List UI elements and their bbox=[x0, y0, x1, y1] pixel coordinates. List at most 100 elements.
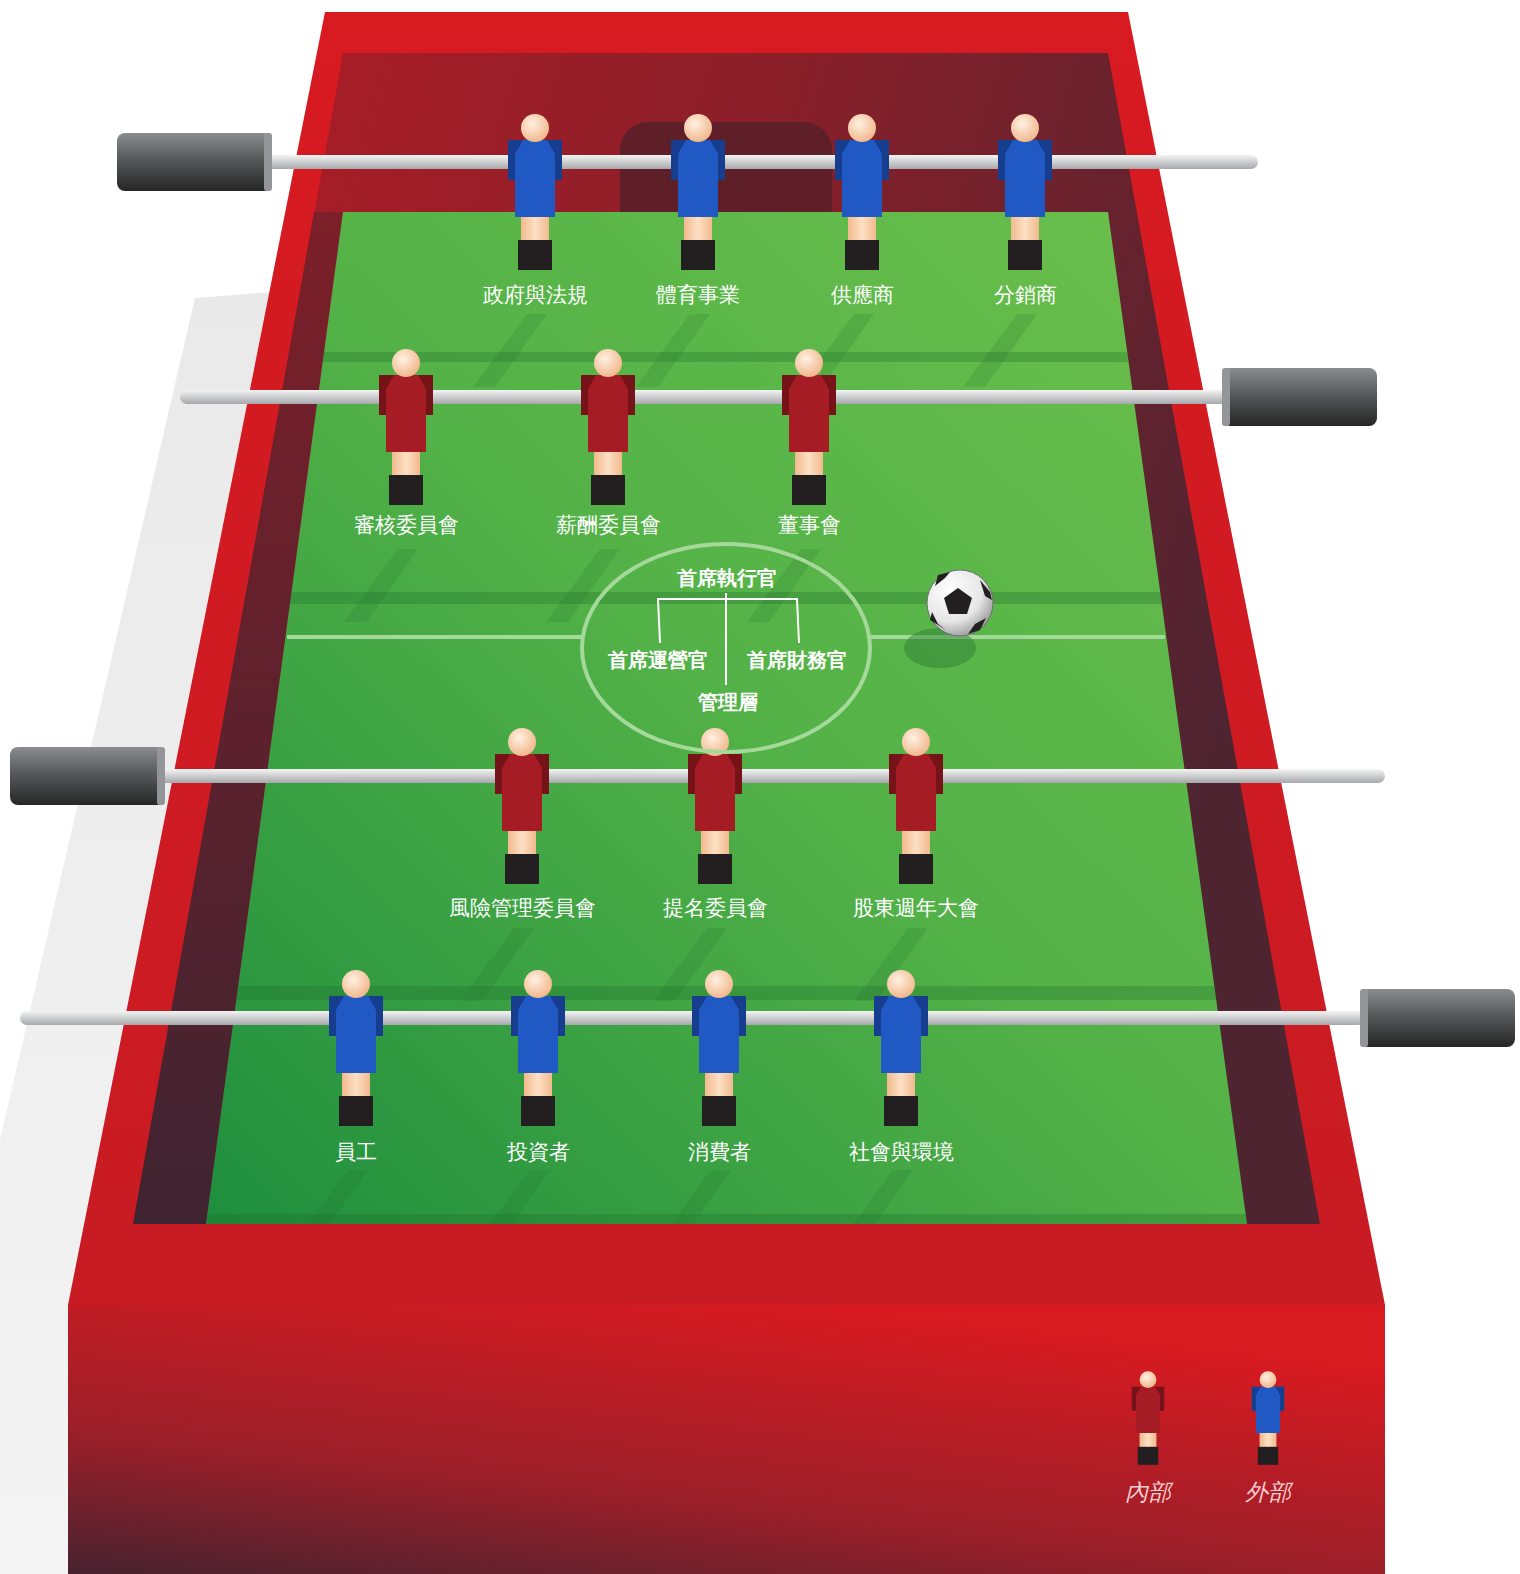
ball-patch bbox=[968, 618, 986, 634]
player-shirt-shade bbox=[581, 375, 596, 415]
bracket-line bbox=[658, 599, 799, 643]
player-shadow bbox=[636, 314, 710, 387]
player-figure bbox=[581, 349, 635, 505]
players bbox=[329, 114, 1052, 1126]
player-shirt-shade bbox=[782, 375, 797, 415]
player-figure bbox=[671, 114, 725, 270]
player-shirt-shade bbox=[368, 996, 383, 1036]
org-bracket bbox=[658, 593, 799, 685]
player-shoes bbox=[899, 854, 933, 884]
player-shirt-shade bbox=[1275, 1387, 1284, 1411]
player-shirt bbox=[692, 996, 746, 1073]
player-shirt bbox=[329, 996, 383, 1073]
ball-patch bbox=[930, 612, 946, 630]
player-shoes bbox=[845, 240, 879, 270]
player-label: 員工 bbox=[335, 1141, 377, 1164]
player-figure bbox=[508, 114, 562, 270]
center-circle: 首席執行官首席運營官首席財務官管理層 bbox=[581, 543, 871, 753]
player-shirt-shade bbox=[379, 375, 394, 415]
player-figure bbox=[511, 970, 565, 1126]
table-front bbox=[68, 1305, 1385, 1574]
player-shirt-shade bbox=[550, 996, 565, 1036]
player-figure bbox=[1132, 1371, 1164, 1465]
player-shoes bbox=[518, 240, 552, 270]
player-shirt-shade bbox=[821, 375, 836, 415]
player-head bbox=[1260, 1371, 1277, 1388]
player-label: 股東週年大會 bbox=[853, 897, 979, 920]
player-shirt-shade bbox=[1155, 1387, 1164, 1411]
player-shadow bbox=[294, 1170, 368, 1243]
rod bbox=[180, 390, 1230, 404]
role-title: 首席運營官 bbox=[608, 649, 708, 671]
player-shadow bbox=[460, 928, 534, 1001]
role-title: 首席執行官 bbox=[677, 567, 777, 589]
player-shirt-shade bbox=[1252, 1387, 1261, 1411]
player-shoes bbox=[884, 1096, 918, 1126]
player-label: 審核委員會 bbox=[354, 514, 459, 537]
player-shirt-shade bbox=[688, 754, 703, 794]
player-head bbox=[521, 114, 549, 142]
player-figure bbox=[379, 349, 433, 505]
player-shoes bbox=[339, 1096, 373, 1126]
center-circle-line bbox=[582, 544, 870, 752]
ball-patch bbox=[944, 588, 972, 614]
ball bbox=[904, 570, 993, 668]
field bbox=[206, 212, 1247, 1224]
player-shirt bbox=[671, 140, 725, 217]
player-shoes bbox=[1008, 240, 1042, 270]
player-label: 社會與環境 bbox=[849, 1141, 954, 1164]
player-head bbox=[887, 970, 915, 998]
player-shirt-shade bbox=[534, 754, 549, 794]
halfway-line bbox=[287, 635, 581, 639]
table-cavity bbox=[133, 53, 1320, 1224]
player-shirt-shade bbox=[889, 754, 904, 794]
player-label: 提名委員會 bbox=[663, 897, 768, 920]
player-shirt-shade bbox=[547, 140, 562, 180]
player-figure bbox=[889, 728, 943, 884]
player-shirt bbox=[1252, 1387, 1284, 1433]
player-shadow bbox=[854, 928, 928, 1001]
legend-label: 外部 bbox=[1245, 1480, 1291, 1505]
role-title: 首席財務官 bbox=[747, 649, 847, 671]
player-label: 薪酬委員會 bbox=[556, 514, 661, 537]
player-shoes bbox=[521, 1096, 555, 1126]
player-head bbox=[342, 970, 370, 998]
player-shirt bbox=[511, 996, 565, 1073]
player-shirt-shade bbox=[511, 996, 526, 1036]
player-shirt-shade bbox=[998, 140, 1013, 180]
bracket-line bbox=[725, 593, 727, 685]
player-shirt-shade bbox=[710, 140, 725, 180]
player-shirt-shade bbox=[874, 140, 889, 180]
ball-patch bbox=[935, 572, 950, 586]
player-shirt bbox=[688, 754, 742, 831]
rod-shadow bbox=[200, 1214, 1300, 1224]
player-shoes bbox=[1138, 1447, 1158, 1465]
rod bbox=[263, 155, 1258, 169]
player-head bbox=[705, 970, 733, 998]
player-head bbox=[392, 349, 420, 377]
player-shoes bbox=[681, 240, 715, 270]
table-rim bbox=[68, 12, 1385, 1305]
player-shadow bbox=[473, 314, 547, 387]
player-label: 分銷商 bbox=[994, 284, 1057, 307]
player-shirt-shade bbox=[671, 140, 686, 180]
player-figure bbox=[1252, 1371, 1284, 1465]
legend-figures bbox=[1132, 1371, 1284, 1465]
player-shirt-shade bbox=[495, 754, 510, 794]
player-shirt bbox=[998, 140, 1052, 217]
player-shoes bbox=[505, 854, 539, 884]
player-shirt bbox=[581, 375, 635, 452]
player-figure bbox=[998, 114, 1052, 270]
player-shirt bbox=[889, 754, 943, 831]
player-shadow bbox=[476, 1170, 550, 1243]
rods bbox=[10, 133, 1515, 1047]
player-label: 體育事業 bbox=[656, 284, 740, 307]
player-head bbox=[1011, 114, 1039, 142]
player-label: 風險管理委員會 bbox=[449, 897, 596, 920]
player-head bbox=[684, 114, 712, 142]
player-shirt-shade bbox=[1037, 140, 1052, 180]
rod bbox=[155, 769, 1385, 783]
player-head bbox=[524, 970, 552, 998]
